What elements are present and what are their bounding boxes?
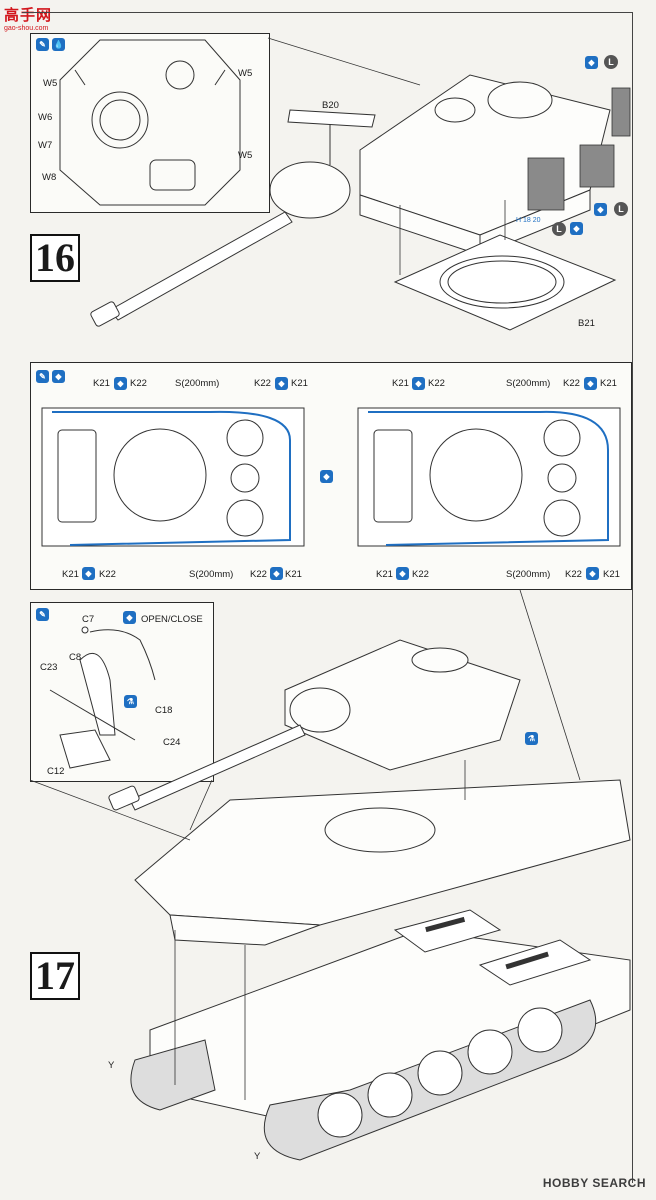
right-s-top: S(200mm) <box>506 378 551 389</box>
step17-inset-frame <box>30 602 214 782</box>
step-17-number: 17 <box>30 952 80 1000</box>
paint-icon: ✎ <box>36 38 49 51</box>
part-c24: C24 <box>163 737 181 748</box>
left-k22-br: K22 <box>250 569 267 580</box>
part-b21: B21 <box>578 318 595 329</box>
right-glue-top: ◆ <box>412 377 425 390</box>
right-k21-br: K21 <box>603 569 620 580</box>
watermark-url: gao-shou.com <box>4 25 49 32</box>
glue-icon-top: ◆ <box>585 56 598 69</box>
left-k22-top: K22 <box>130 378 147 389</box>
watermark-brand: 高手网 <box>4 7 53 24</box>
part-c12: C12 <box>47 766 65 777</box>
right-k22-bl: K22 <box>412 569 429 580</box>
step-16-number: 16 <box>30 234 80 282</box>
left-side-badge-right: L <box>614 202 628 216</box>
glue-icon-right: ◆ <box>594 203 607 216</box>
watermark-logo: 高手网 gao-shou.com <box>4 4 68 32</box>
inset-label-w5-lower: W5 <box>238 150 253 161</box>
inset-label-w5-right: W5 <box>238 68 253 79</box>
inset-label-w8: W8 <box>42 172 57 183</box>
left-k21-br: K21 <box>285 569 302 580</box>
right-s-bot: S(200mm) <box>506 569 551 580</box>
left-k22-tr: K22 <box>254 378 271 389</box>
open-close-label: OPEN/CLOSE <box>141 614 203 625</box>
left-s-top: S(200mm) <box>175 378 220 389</box>
left-k21-bl: K21 <box>62 569 79 580</box>
left-glue-br: ◆ <box>270 567 283 580</box>
right-k21-bl: K21 <box>376 569 393 580</box>
right-k22-br: K22 <box>565 569 582 580</box>
glue-icon-17: ◆ <box>123 611 136 624</box>
paint-icon-mid: ✎ <box>36 370 49 383</box>
cement-icon-inset: ⚗ <box>124 695 137 708</box>
inset-label-w7: W7 <box>38 140 53 151</box>
ref-label: H 18 20 <box>516 217 541 224</box>
paint-icon-17: ✎ <box>36 608 49 621</box>
left-s-bot: S(200mm) <box>189 569 234 580</box>
left-side-badge-mid: L <box>552 222 566 236</box>
glue-icon-center: ◆ <box>320 470 333 483</box>
part-b20: B20 <box>322 100 339 111</box>
left-k21-top: K21 <box>93 378 110 389</box>
part-c23: C23 <box>40 662 58 673</box>
part-y-left: Y <box>108 1060 115 1071</box>
left-glue-tr: ◆ <box>275 377 288 390</box>
right-glue-tr: ◆ <box>584 377 597 390</box>
right-k22-tr: K22 <box>563 378 580 389</box>
right-glue-br: ◆ <box>586 567 599 580</box>
left-k22-bl: K22 <box>99 569 116 580</box>
part-y-bottom: Y <box>254 1151 261 1162</box>
inset-label-w5-left: W5 <box>43 78 58 89</box>
left-side-badge-top: L <box>604 55 618 69</box>
footer-brand: HOBBY SEARCH <box>542 1176 646 1190</box>
glue-icon-mid-header: ◆ <box>52 370 65 383</box>
drop-icon: 💧 <box>52 38 65 51</box>
part-c7: C7 <box>82 614 95 625</box>
right-glue-bl: ◆ <box>396 567 409 580</box>
part-c8: C8 <box>69 652 82 663</box>
left-k21-tr: K21 <box>291 378 308 389</box>
left-glue-bl: ◆ <box>82 567 95 580</box>
right-k22-top: K22 <box>428 378 445 389</box>
glue-icon-mid: ◆ <box>570 222 583 235</box>
cement-icon-main: ⚗ <box>525 732 538 745</box>
part-c18: C18 <box>155 705 173 716</box>
left-glue-top: ◆ <box>114 377 127 390</box>
page-border <box>22 12 633 1183</box>
right-k21-top: K21 <box>392 378 409 389</box>
right-k21-tr: K21 <box>600 378 617 389</box>
inset-label-w6: W6 <box>38 112 53 123</box>
